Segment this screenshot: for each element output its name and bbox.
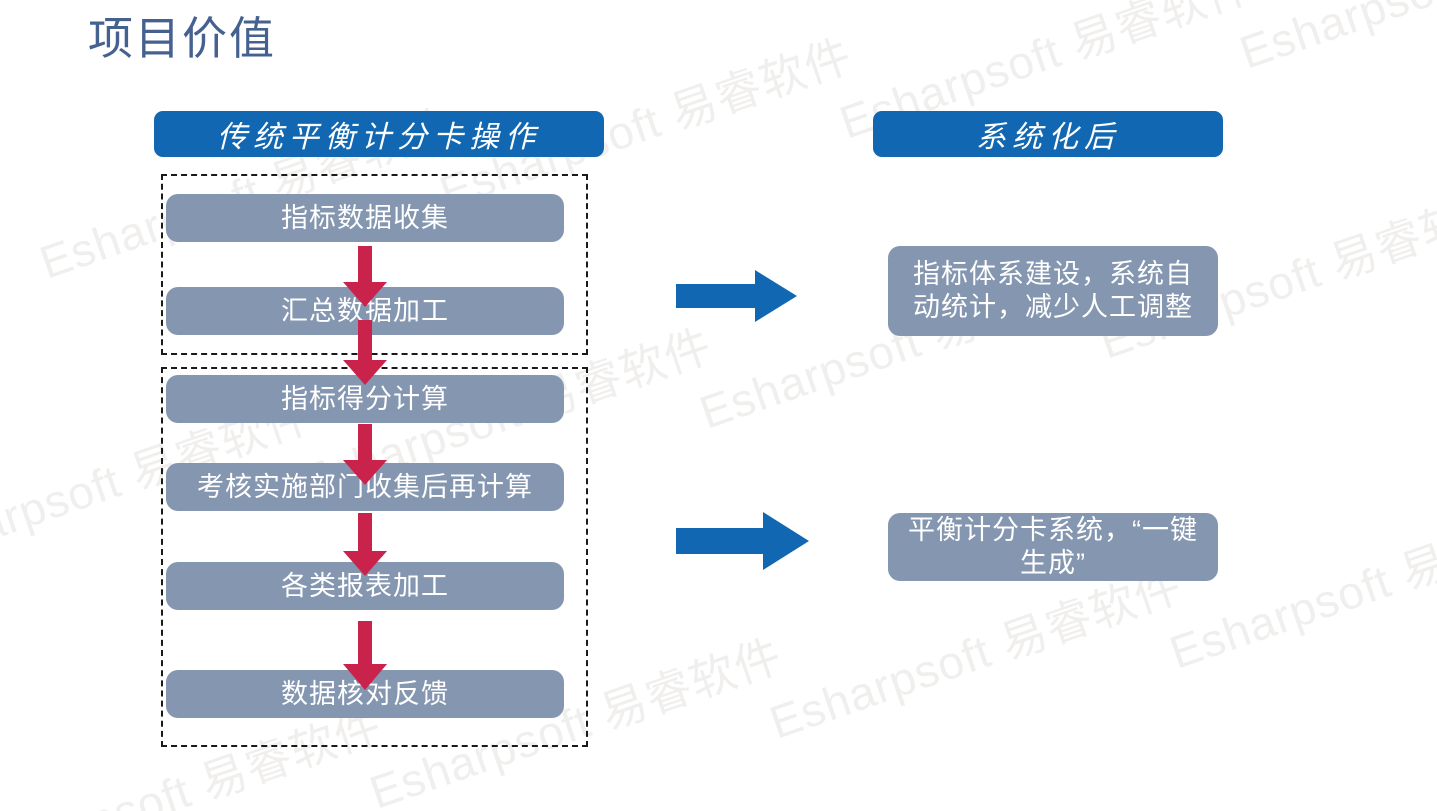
arrow-right-block-icon: [676, 512, 809, 570]
flow-step-box: 指标数据收集: [166, 194, 564, 242]
arrow-down-icon: [343, 320, 387, 385]
flow-step-box: 数据核对反馈: [166, 670, 564, 718]
arrow-down-icon: [343, 513, 387, 576]
arrow-right-block-icon: [676, 270, 797, 322]
page-title: 项目价值: [88, 13, 277, 64]
column-header-traditional: 传统平衡计分卡操作: [154, 111, 604, 157]
arrow-down-icon: [343, 424, 387, 485]
flow-step-box: 考核实施部门收集后再计算: [166, 463, 564, 511]
arrow-down-icon: [343, 246, 387, 307]
column-header-systemized: 系统化后: [873, 111, 1223, 157]
outcome-box: 指标体系建设，系统自动统计，减少人工调整: [888, 246, 1218, 336]
outcome-box: 平衡计分卡系统，“一键生成”: [888, 513, 1218, 581]
dashed-group-data-collection: [161, 174, 588, 355]
arrow-down-icon: [343, 621, 387, 690]
watermark-text: Esharpsoft 易睿软件: [1230, 0, 1437, 82]
